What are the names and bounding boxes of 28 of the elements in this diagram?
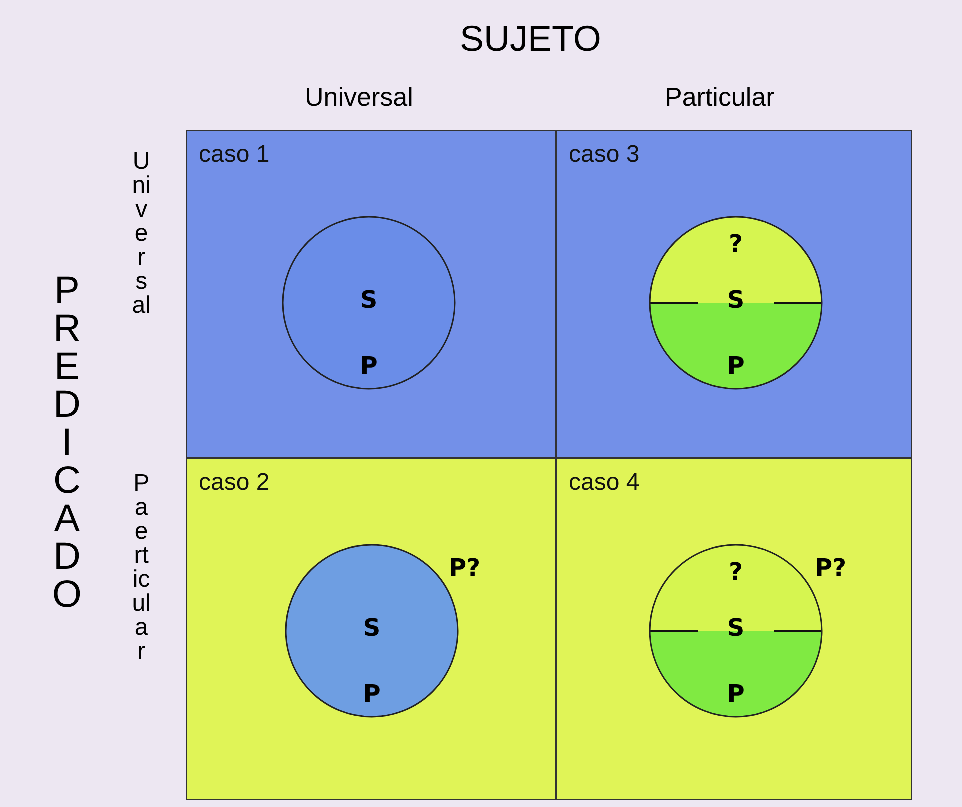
column-heading: Particular bbox=[665, 82, 775, 113]
letter-label: ? bbox=[729, 558, 743, 586]
row-heading: Universal bbox=[132, 150, 152, 318]
side-label: P? bbox=[815, 554, 847, 582]
split-circle bbox=[649, 216, 823, 390]
side-label: P? bbox=[449, 554, 481, 582]
letter-label: P bbox=[727, 680, 745, 708]
circle bbox=[282, 216, 456, 390]
letter-label: P bbox=[727, 352, 745, 380]
axis-title: SUJETO bbox=[460, 18, 602, 60]
letter-label: S bbox=[727, 614, 745, 642]
quadrant-panel bbox=[556, 130, 912, 458]
case-heading: caso 3 bbox=[569, 141, 640, 169]
case-heading: caso 2 bbox=[199, 469, 270, 497]
letter-label: S bbox=[360, 286, 378, 314]
quadrant-panel bbox=[186, 130, 556, 458]
letter-label: S bbox=[727, 286, 745, 314]
row-heading: Paerticular bbox=[132, 472, 152, 664]
case-heading: caso 4 bbox=[569, 469, 640, 497]
column-heading: Universal bbox=[305, 82, 414, 113]
letter-label: P bbox=[363, 680, 381, 708]
quadrant-panel bbox=[556, 458, 912, 800]
axis-title: PREDICADO bbox=[52, 272, 82, 614]
case-heading: caso 1 bbox=[199, 141, 270, 169]
letter-label: S bbox=[363, 614, 381, 642]
quadrant-panel bbox=[186, 458, 556, 800]
letter-label: P bbox=[360, 352, 378, 380]
letter-label: ? bbox=[729, 230, 743, 258]
